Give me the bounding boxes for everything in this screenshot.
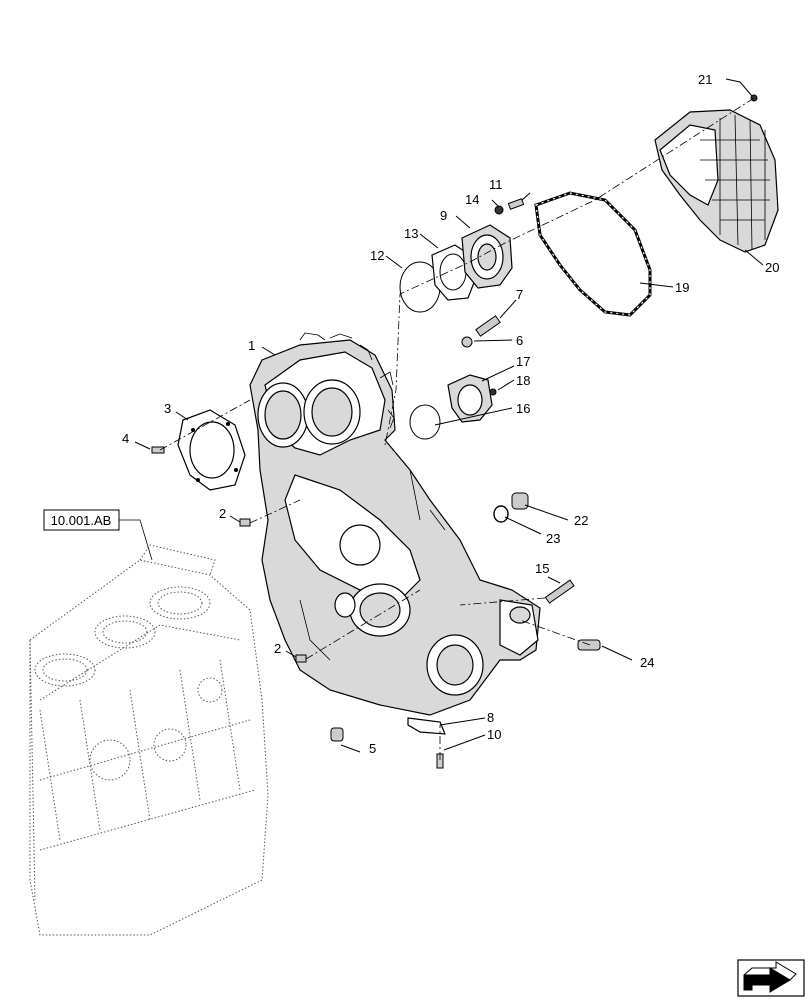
- callout-23: 23: [546, 531, 560, 546]
- callout-24: 24: [640, 655, 654, 670]
- callout-11: 11: [489, 177, 503, 192]
- part-6-nut: [461, 336, 473, 348]
- part-15-bolt: [544, 579, 575, 604]
- part-2-pin-upper: [239, 518, 251, 527]
- part-16-o-ring: [409, 404, 441, 440]
- callout-7: 7: [516, 287, 523, 302]
- engine-block-drawing: [29, 544, 269, 936]
- callout-14: 14: [465, 192, 479, 207]
- callout-13: 13: [404, 226, 418, 241]
- next-page-arrow-icon[interactable]: [737, 959, 805, 997]
- callout-9: 9: [440, 208, 447, 223]
- part-11-bolt: [507, 198, 525, 210]
- part-5-plug: [330, 727, 344, 742]
- callout-18: 18: [516, 373, 530, 388]
- callout-labels: 21 11 14 9 13 12 20 19 7 6 1 17 18 3 16 …: [122, 72, 779, 756]
- callout-2-lower: 2: [274, 641, 281, 656]
- callout-2-upper: 2: [219, 506, 226, 521]
- part-20-flywheel-housing: [654, 109, 779, 253]
- callout-8: 8: [487, 710, 494, 725]
- reference-box[interactable]: 10.001.AB: [43, 509, 120, 531]
- callout-6: 6: [516, 333, 523, 348]
- assembly-lines: [159, 97, 755, 760]
- part-2-pin-lower: [295, 654, 307, 663]
- part-22-plug: [511, 492, 529, 510]
- callout-10: 10: [487, 727, 501, 742]
- part-7-bolt: [475, 315, 501, 337]
- callout-22: 22: [574, 513, 588, 528]
- callout-17: 17: [516, 354, 530, 369]
- part-4-bolt: [151, 446, 165, 454]
- callout-20: 20: [765, 260, 779, 275]
- callout-1: 1: [248, 338, 255, 353]
- part-3-plate: [177, 409, 246, 491]
- part-19-gasket: [534, 191, 652, 317]
- part-14-washer: [494, 205, 504, 215]
- callout-15: 15: [535, 561, 549, 576]
- part-17-cover: [447, 374, 493, 423]
- callout-16: 16: [516, 401, 530, 416]
- part-9-cover: [461, 224, 513, 289]
- callout-12: 12: [370, 248, 384, 263]
- front-gear-housing: [249, 332, 541, 716]
- part-18-screw: [489, 388, 497, 396]
- callout-21: 21: [698, 72, 712, 87]
- leader-lines: [134, 78, 764, 753]
- callout-4: 4: [122, 431, 129, 446]
- reference-label: 10.001.AB: [51, 513, 112, 528]
- callout-19: 19: [675, 280, 689, 295]
- part-23-washer: [493, 505, 509, 523]
- callout-5: 5: [369, 741, 376, 756]
- callout-3: 3: [164, 401, 171, 416]
- part-8-bracket: [407, 717, 446, 735]
